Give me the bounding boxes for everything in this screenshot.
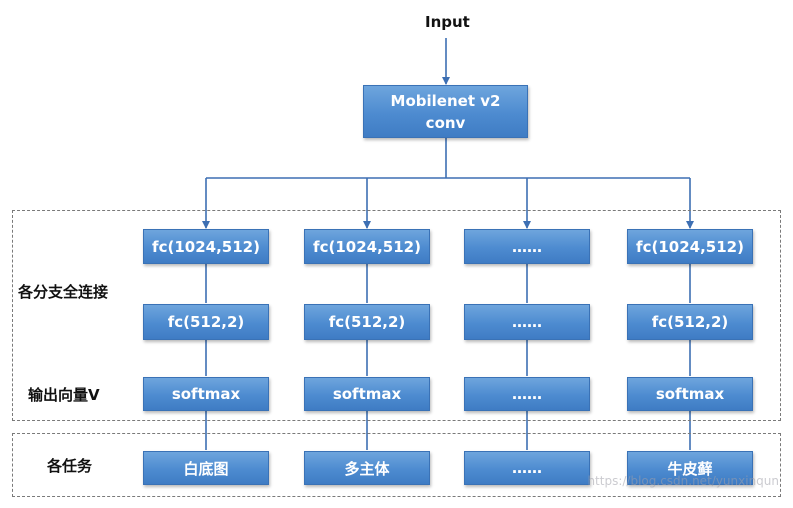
fc2-box-2: fc(512,2)	[304, 304, 430, 340]
backbone-line1: Mobilenet v2	[390, 91, 501, 110]
backbone-box: Mobilenet v2 conv	[363, 85, 528, 138]
softmax-box-2: softmax	[304, 377, 430, 411]
task-box-4: 牛皮藓	[627, 451, 753, 485]
branches-panel	[12, 210, 781, 421]
fc2-box-3: ……	[464, 304, 590, 340]
fc2-box-1: fc(512,2)	[143, 304, 269, 340]
tasks-panel	[12, 433, 781, 497]
task-box-1: 白底图	[143, 451, 269, 485]
fc1-box-4: fc(1024,512)	[627, 229, 753, 264]
fc1-box-3: ……	[464, 229, 590, 264]
task-box-2: 多主体	[304, 451, 430, 485]
backbone-line2: conv	[425, 113, 466, 132]
row-label-branches: 各分支全连接	[18, 283, 109, 301]
softmax-box-1: softmax	[143, 377, 269, 411]
softmax-box-3: ……	[464, 377, 590, 411]
task-box-3: ……	[464, 451, 590, 485]
fc1-box-2: fc(1024,512)	[304, 229, 430, 264]
row-label-output: 输出向量V	[28, 386, 100, 404]
softmax-box-4: softmax	[627, 377, 753, 411]
watermark: https://blog.csdn.net/yunxinqun	[587, 474, 779, 488]
input-label: Input	[425, 13, 470, 31]
fc1-box-1: fc(1024,512)	[143, 229, 269, 264]
column-connectors	[205, 264, 691, 450]
fc2-box-4: fc(512,2)	[627, 304, 753, 340]
row-label-tasks: 各任务	[47, 457, 93, 475]
